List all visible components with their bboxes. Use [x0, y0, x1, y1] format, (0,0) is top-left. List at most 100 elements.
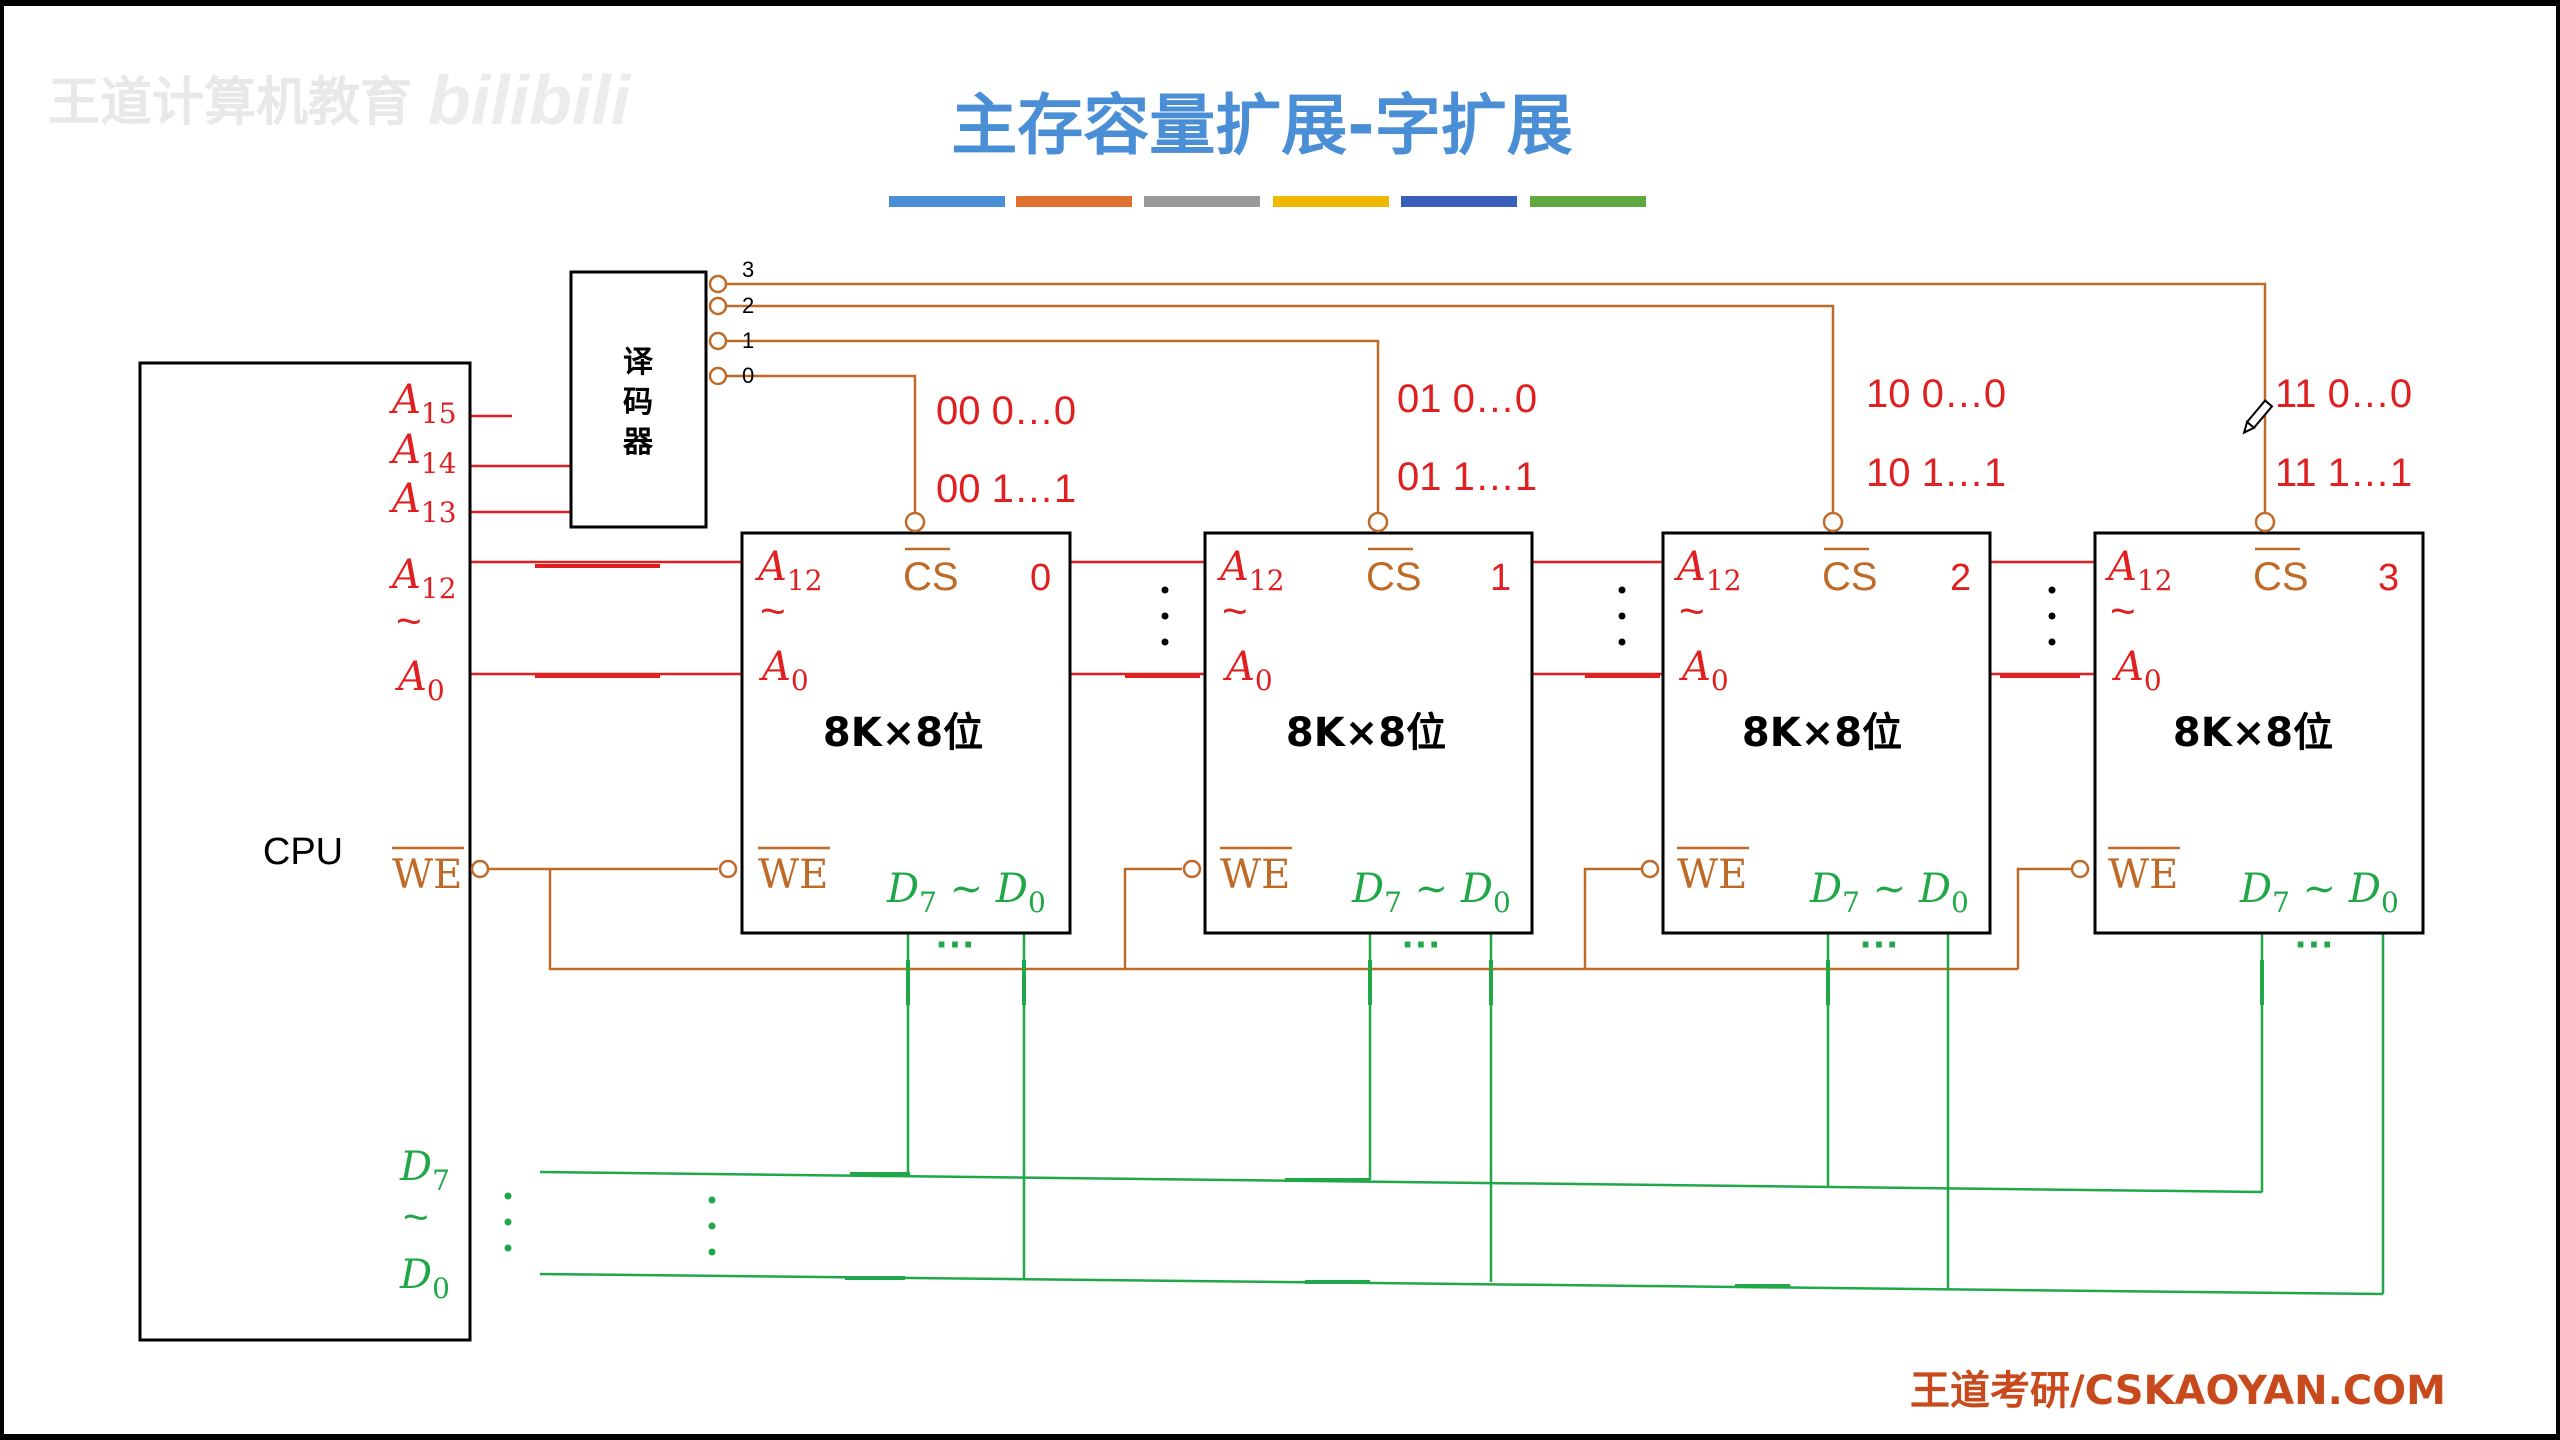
chip-0-data-sep: ~	[937, 866, 996, 912]
chip-2-capacity: 8K×8位	[1742, 710, 1902, 756]
chip-1-pin-cs: CS	[1366, 555, 1422, 599]
chip-3-pin-we: WE	[2108, 852, 2178, 898]
chip-0-pin-a0-sub: 0	[791, 664, 809, 697]
chip-1-d0-sub: 0	[1493, 886, 1511, 919]
chip-1-pin-a12: A12	[1216, 544, 1285, 597]
cpu-pin-a14-base: A	[388, 427, 421, 473]
chip-0-data-label: D7 ~ D0	[886, 866, 1046, 919]
chip-1-pin-a0-base: A	[1222, 644, 1255, 690]
chip-1-d7-base: D	[1351, 866, 1384, 912]
chip-2-d0-base: D	[1918, 866, 1951, 912]
chip-2-pin-a12-sub: 12	[1706, 564, 1742, 597]
cpu-label: CPU	[263, 831, 343, 873]
cpu-data-vdots	[504, 1192, 716, 1256]
chip-2-box	[1661, 531, 1992, 935]
chip-0-d7-base: D	[886, 866, 919, 912]
slide-background	[4, 6, 2556, 1434]
chip-3-index: 3	[2378, 557, 2399, 599]
chip-3-we-bubble	[2070, 859, 2090, 879]
chip-3-pin-a0-base: A	[2111, 644, 2144, 690]
title-bar-segment-4	[1273, 196, 1389, 207]
chip-2-data-label: D7 ~ D0	[1809, 866, 1969, 919]
cpu-pin-a15-base: A	[388, 377, 421, 423]
chip-2-addr-tilde: ~	[1679, 587, 1705, 636]
chip-0-pin-a0-base: A	[758, 644, 791, 690]
chip-3-data-ellipsis: ···	[2295, 923, 2335, 967]
cpu-pin-d7-sub: 7	[432, 1164, 450, 1197]
cpu-we-bubble	[470, 859, 490, 879]
decoder-label-1: 译	[623, 345, 654, 380]
cpu-pin-a0: A0	[394, 654, 445, 707]
cpu-pin-a14-sub: 14	[421, 447, 457, 480]
memory-chip-0: 00 0…0 00 1…1 A12 ~ A0 CS 0 8K×8位 WE D7 …	[718, 389, 1076, 967]
chip-1-cs-bubble	[1367, 511, 1389, 533]
chip-0-addr-tilde: ~	[760, 587, 786, 636]
chip-3-data-sep: ~	[2290, 866, 2349, 912]
chip-0-d0-sub: 0	[1028, 886, 1046, 919]
decoder-output-2: 2	[742, 293, 754, 318]
chip-2-pin-a12-base: A	[1673, 544, 1706, 590]
chip-0-pin-a0: A0	[758, 644, 809, 697]
cpu-pin-a15-sub: 15	[421, 397, 457, 430]
chip-0-d0-base: D	[995, 866, 1028, 912]
chip-1-pin-a12-sub: 12	[1249, 564, 1285, 597]
memory-chip-3: 11 0…0 11 1…1 A12 ~ A0 CS 3 8K×8位 WE D7 …	[2070, 372, 2425, 967]
chip-3-addr-tilde: ~	[2110, 587, 2136, 636]
chip-2-data-ellipsis: ···	[1860, 923, 1900, 967]
chip-2-addr-low: 10 0…0	[1866, 372, 2006, 416]
chip-0-pin-a12-base: A	[754, 544, 787, 590]
chip-2-d7-sub: 7	[1842, 886, 1860, 919]
memory-chip-2: 10 0…0 10 1…1 A12 ~ A0 CS 2 8K×8位 WE D7 …	[1640, 372, 2006, 967]
we-wires	[480, 867, 2072, 971]
cpu-pin-a15: A15	[388, 377, 457, 430]
chip-3-data-label: D7 ~ D0	[2239, 866, 2399, 919]
cpu-pin-a12-sub: 12	[421, 572, 457, 605]
chip-2-cs-bubble	[1822, 511, 1844, 533]
cpu-pin-d0-base: D	[399, 1252, 432, 1298]
chip-1-box	[1203, 531, 1534, 935]
chip-1-capacity: 8K×8位	[1286, 710, 1446, 756]
cpu-box	[138, 361, 472, 1342]
chip-2-pin-a0-base: A	[1678, 644, 1711, 690]
chip-1-pin-a0-sub: 0	[1255, 664, 1273, 697]
chip-3-d7-base: D	[2239, 866, 2272, 912]
footer-brand: 王道考研/CSKAOYAN.COM	[1910, 1368, 2446, 1414]
chip-2-d7-base: D	[1809, 866, 1842, 912]
chip-3-pin-cs: CS	[2253, 555, 2309, 599]
cpu-pin-a13: A13	[388, 476, 457, 529]
cpu-pin-a13-sub: 13	[421, 496, 457, 529]
cpu-addr-tilde: ~	[396, 597, 422, 646]
chip-1-addr-tilde: ~	[1222, 587, 1248, 636]
chip-1-data-sep: ~	[1402, 866, 1461, 912]
pen-cursor-icon	[2242, 399, 2274, 435]
data-wire-joints	[845, 960, 2264, 1288]
chip-3-box	[2093, 531, 2425, 935]
cpu-block: CPU A15 A14 A13 A12 ~ A0 WE D7 ~ D0	[138, 361, 716, 1342]
chip-2-pin-a12: A12	[1673, 544, 1742, 597]
chip-2-index: 2	[1950, 557, 1971, 599]
chip-3-addr-low: 11 0…0	[2275, 372, 2412, 416]
title-bar-segment-3	[1144, 196, 1260, 207]
chip-3-pin-a12-base: A	[2104, 544, 2137, 590]
chip-0-we-bubble	[718, 859, 738, 879]
chip-3-pin-a12: A12	[2104, 544, 2173, 597]
cpu-pin-d7-base: D	[399, 1144, 432, 1190]
decoder-output-3: 3	[742, 257, 754, 282]
decoder-output-wires	[727, 282, 2267, 514]
decoder-label-2: 码	[623, 385, 653, 420]
chip-0-pin-a12: A12	[754, 544, 823, 597]
chip-0-index: 0	[1030, 557, 1051, 599]
chip-3-d0-sub: 0	[2381, 886, 2399, 919]
chip-0-capacity: 8K×8位	[823, 710, 983, 756]
chip-3-d7-sub: 7	[2272, 886, 2290, 919]
chip-0-addr-high: 00 1…1	[936, 467, 1076, 511]
address-wire-joints	[535, 564, 2080, 678]
chip-0-d7-sub: 7	[919, 886, 937, 919]
bilibili-logo: bilibili	[428, 61, 632, 139]
decoder-box	[569, 270, 708, 529]
cpu-pin-a12: A12	[388, 552, 457, 605]
chip-3-pin-a12-sub: 12	[2137, 564, 2173, 597]
chip-3-d0-base: D	[2348, 866, 2381, 912]
title-bar-segment-6	[1530, 196, 1646, 207]
